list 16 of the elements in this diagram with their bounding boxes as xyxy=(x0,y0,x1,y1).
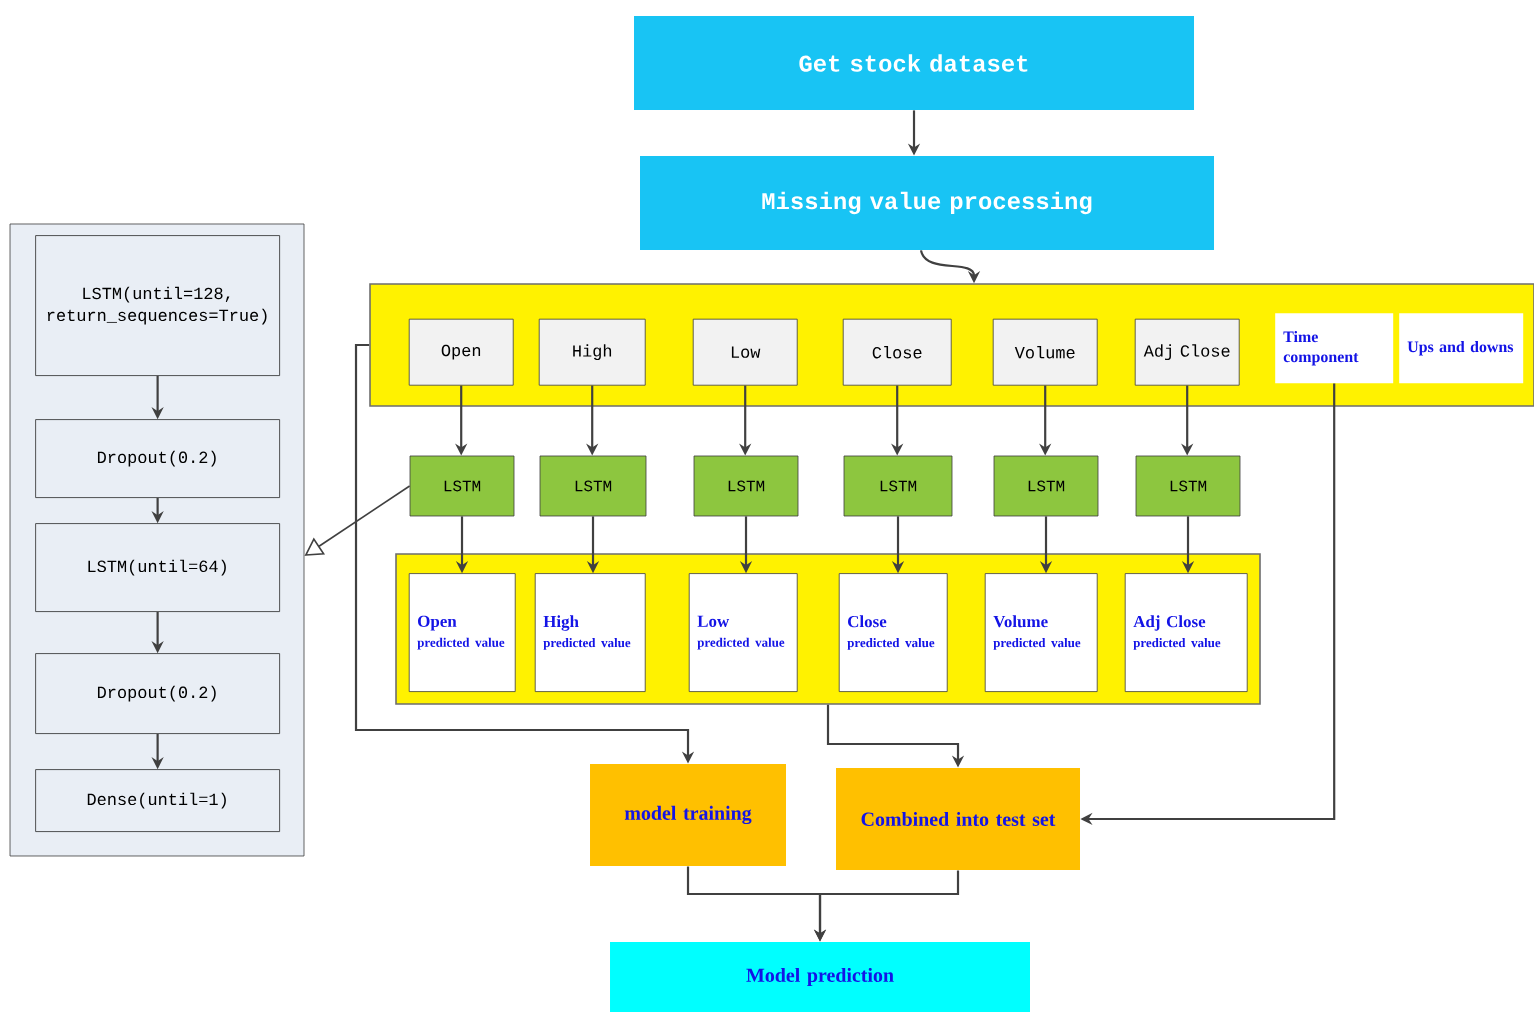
process-box: Missing value processing xyxy=(640,156,1214,250)
feature-box: High xyxy=(538,318,646,386)
process-box: Combined into test set xyxy=(836,768,1080,870)
layer-box: LSTM(until=64) xyxy=(35,523,280,612)
feature-box: Close xyxy=(842,318,952,386)
layer-box: Dropout(0.2) xyxy=(35,653,280,734)
layer-box: Dense(until=1) xyxy=(35,769,280,832)
layer-box: LSTM(until=128, return_sequences=True) xyxy=(35,235,280,376)
feature-box: Adj Close xyxy=(1134,318,1240,386)
process-box: model training xyxy=(590,764,786,866)
layer-box: Dropout(0.2) xyxy=(35,419,280,498)
feature-box: Open xyxy=(408,318,514,386)
output-box: Model prediction xyxy=(610,942,1030,1012)
process-box: Get stock dataset xyxy=(634,16,1194,110)
feature-box: Low xyxy=(692,318,798,386)
feature-box: Volume xyxy=(992,318,1098,386)
